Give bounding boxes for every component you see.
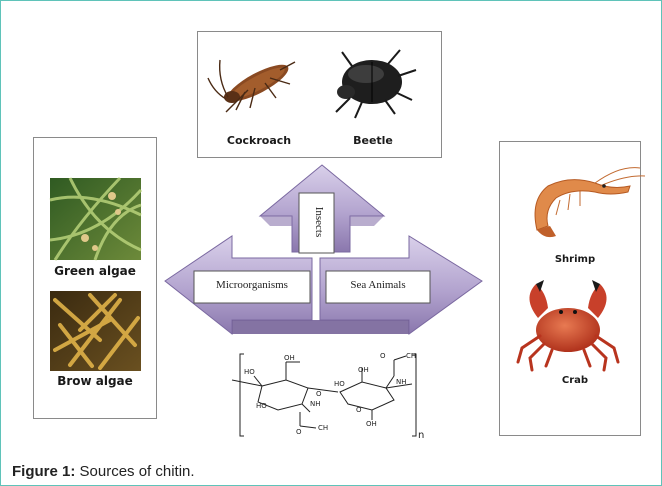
caption-prefix: Figure 1: <box>12 463 75 480</box>
svg-text:OH: OH <box>366 420 377 428</box>
svg-text:NH: NH <box>310 400 321 408</box>
brown-algae-image <box>50 291 141 371</box>
beetle-image <box>336 50 416 118</box>
svg-text:CH: CH <box>318 424 328 432</box>
sea-animals-arrow-label: Sea Animals <box>326 279 430 291</box>
microorganisms-arrow-label: Microorganisms <box>194 279 310 291</box>
crab-label: Crab <box>535 375 615 386</box>
green-algae-image <box>50 178 141 260</box>
caption-text: Sources of chitin. <box>75 463 194 480</box>
svg-text:CH: CH <box>406 352 416 360</box>
svg-text:HO: HO <box>244 368 255 376</box>
polymer-subscript: n <box>418 430 424 441</box>
beetle-label: Beetle <box>338 134 408 147</box>
shrimp-label: Shrimp <box>535 254 615 265</box>
svg-text:NH: NH <box>396 378 407 386</box>
arrow-shadow <box>232 320 409 334</box>
svg-text:OH: OH <box>358 366 369 374</box>
insects-arrow-label: Insects <box>309 197 325 247</box>
shrimp-image <box>535 168 645 238</box>
svg-text:HO: HO <box>334 380 345 388</box>
green-algae-label: Green algae <box>38 264 152 278</box>
brown-algae-label: Brow algae <box>38 374 152 388</box>
cockroach-image <box>208 58 295 112</box>
svg-text:HO: HO <box>256 402 267 410</box>
svg-text:OH: OH <box>284 354 295 362</box>
svg-text:O: O <box>296 428 302 436</box>
svg-text:O: O <box>356 406 362 414</box>
figure-caption: Figure 1: Sources of chitin. <box>12 463 195 480</box>
svg-text:O: O <box>380 352 386 360</box>
crab-image <box>518 280 618 370</box>
svg-text:O: O <box>316 390 322 398</box>
cockroach-label: Cockroach <box>214 134 304 147</box>
